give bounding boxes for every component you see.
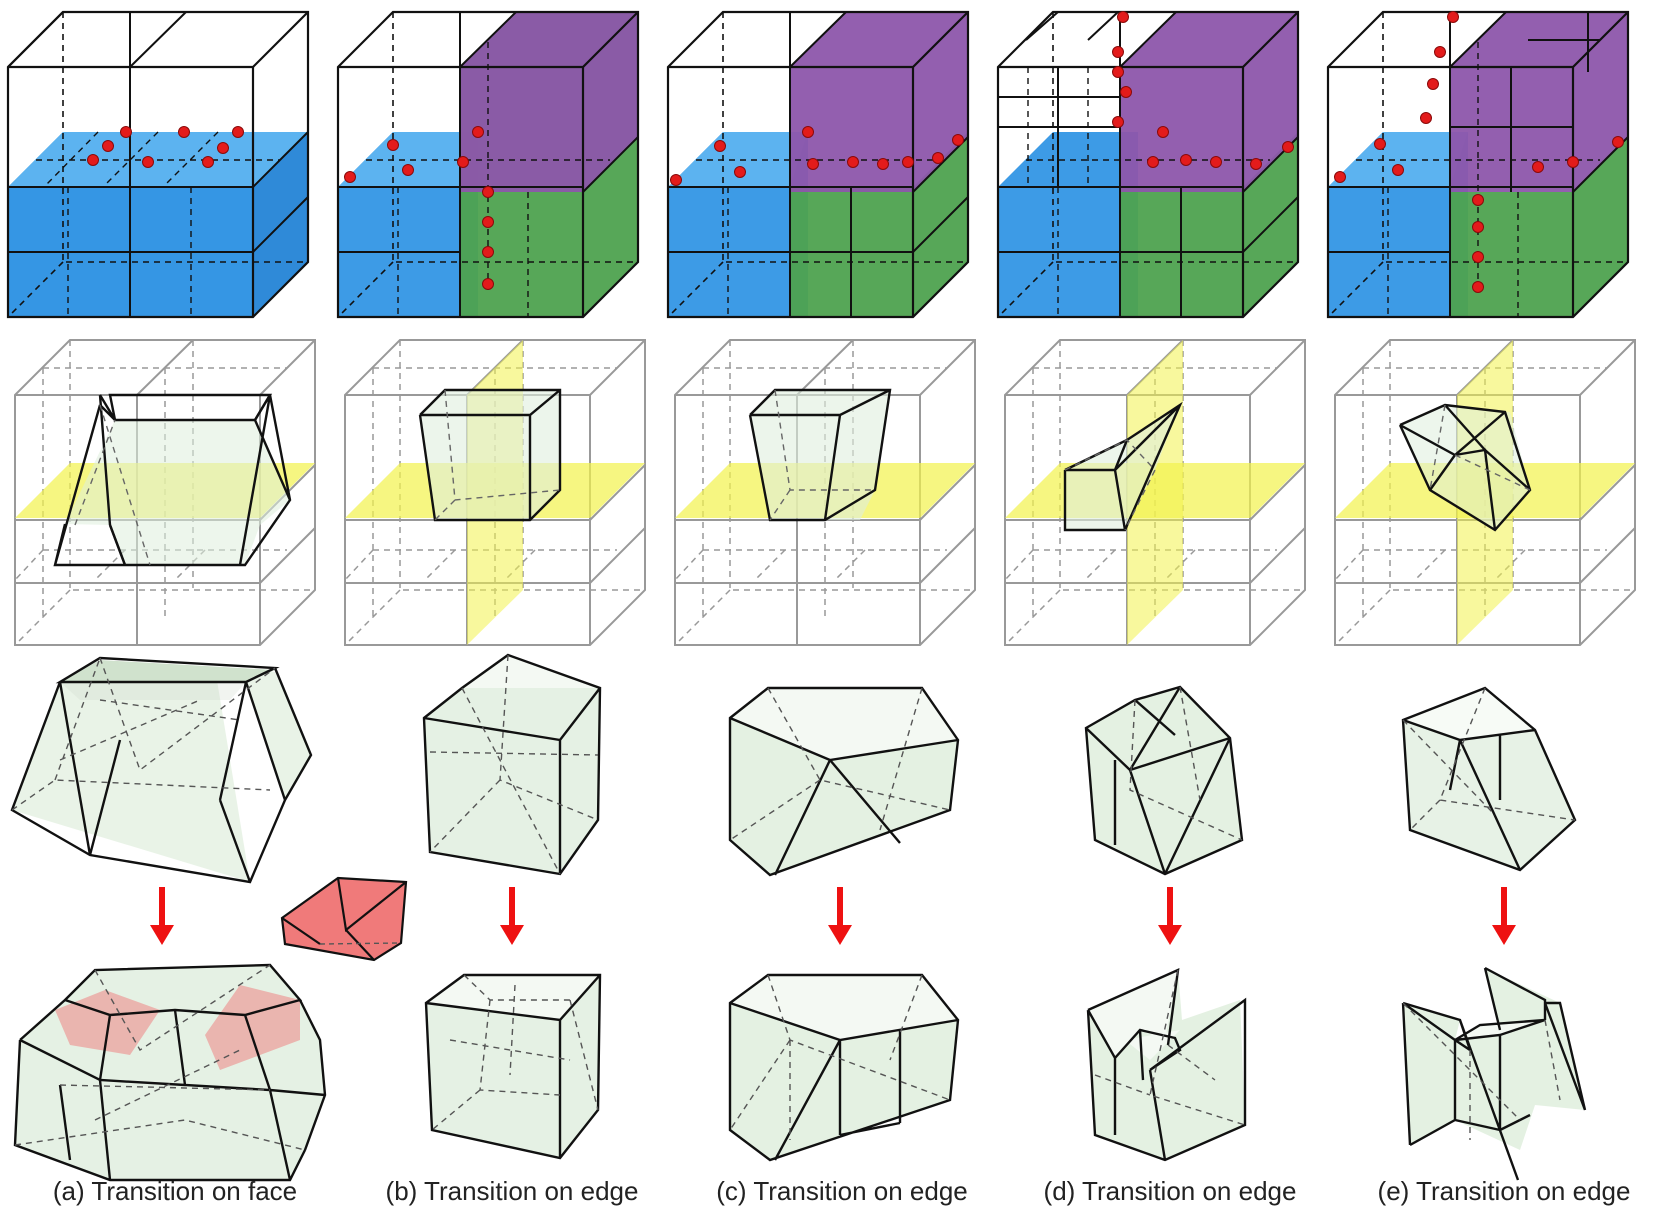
panel-c-template-shape <box>728 686 960 877</box>
panel-e-template-grid <box>1334 339 1636 646</box>
panel-b-template-shape <box>422 653 602 876</box>
red-block-shape <box>280 876 408 962</box>
caption-c: (c) Transition on edge <box>716 1176 967 1206</box>
panel-e-refinement-cube <box>1326 10 1630 319</box>
panel-a-template-shape <box>10 656 313 884</box>
panel-e-template-shape <box>1401 686 1577 872</box>
panel-c-template-grid <box>674 339 976 646</box>
panel-a-transition-shape <box>13 963 327 1182</box>
panel-d-template-shape <box>1084 685 1244 876</box>
panel-c-refinement-cube <box>666 10 970 319</box>
arrow-c <box>828 887 852 945</box>
caption-a: (a) Transition on face <box>53 1176 297 1206</box>
caption-b: (b) Transition on edge <box>386 1176 639 1206</box>
panel-d-template-grid <box>1004 339 1306 646</box>
panel-b-template-grid <box>344 339 646 646</box>
panel-d-transition-shape <box>1086 968 1247 1162</box>
panel-a-refinement-cube <box>6 10 310 319</box>
panel-a-template-grid <box>14 339 316 646</box>
arrow-d <box>1158 887 1182 945</box>
arrow-e <box>1492 887 1516 945</box>
caption-e: (e) Transition on edge <box>1378 1176 1631 1206</box>
caption-d: (d) Transition on edge <box>1044 1176 1297 1206</box>
panel-b-refinement-cube <box>336 10 640 319</box>
arrow-b <box>500 887 524 945</box>
panel-e-transition-shape <box>1401 966 1587 1181</box>
panel-c-transition-shape <box>728 973 960 1162</box>
arrow-a <box>150 887 174 945</box>
panel-b-transition-shape <box>424 973 602 1160</box>
panel-d-refinement-cube <box>996 10 1300 319</box>
